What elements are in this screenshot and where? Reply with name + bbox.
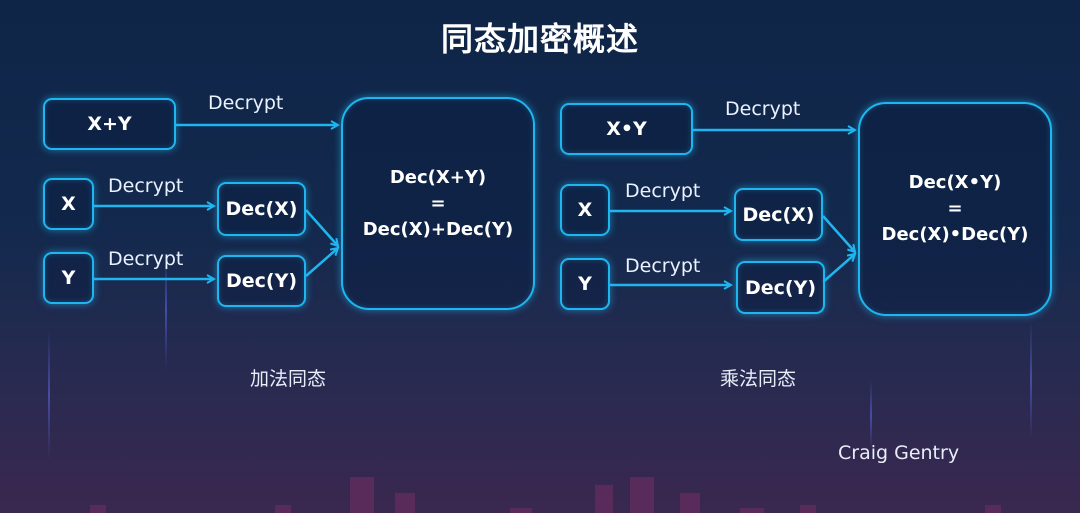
city-building — [740, 508, 764, 513]
result-lhs: Dec(X•Y) — [908, 172, 1002, 193]
dec-y-label: Dec(Y) — [744, 276, 817, 299]
city-building — [595, 485, 613, 513]
sum-ciphertext-box: X+Y — [43, 98, 176, 150]
arrow-decx-to-result-mult — [822, 215, 855, 252]
bg-light-streak — [870, 380, 872, 450]
dec-x-label: Dec(X) — [742, 203, 815, 226]
arrow-decx-to-result — [305, 209, 338, 246]
decrypt-label: Decrypt — [108, 175, 184, 197]
decrypt-label: Decrypt — [625, 255, 701, 277]
city-building — [630, 477, 654, 513]
additive-result-box: Dec(X+Y) = Dec(X)+Dec(Y) — [341, 97, 535, 310]
arrow-decy-to-result — [305, 248, 338, 277]
result-equals: = — [430, 192, 446, 214]
bg-light-streak — [48, 330, 50, 460]
result-rhs: Dec(X)+Dec(Y) — [362, 218, 514, 240]
city-building — [985, 505, 1001, 513]
x-ciphertext-box-mult: X — [560, 184, 610, 236]
decrypt-label: Decrypt — [108, 248, 184, 270]
author-name: Craig Gentry — [838, 442, 960, 464]
y-ciphertext-box-mult: Y — [560, 258, 610, 310]
result-equals: = — [947, 198, 963, 219]
x-ciphertext-box: X — [43, 178, 94, 230]
city-building — [90, 505, 106, 513]
dec-y-box: Dec(Y) — [217, 255, 306, 307]
city-building — [510, 508, 532, 513]
decrypt-label: Decrypt — [725, 98, 801, 120]
city-building — [350, 477, 374, 513]
city-building — [800, 505, 816, 513]
x-label: X — [61, 193, 76, 215]
multiplicative-result-box: Dec(X•Y) = Dec(X)•Dec(Y) — [858, 102, 1052, 316]
dec-y-box-mult: Dec(Y) — [736, 261, 825, 314]
arrow-decy-to-result-mult — [822, 254, 855, 283]
dec-x-box: Dec(X) — [217, 182, 306, 236]
x-label: X — [577, 199, 593, 221]
city-building — [395, 493, 415, 513]
city-building — [680, 493, 700, 513]
y-label: Y — [578, 273, 592, 295]
page-title: 同态加密概述 — [440, 20, 639, 58]
city-building — [275, 505, 291, 513]
decrypt-label: Decrypt — [208, 92, 284, 114]
y-ciphertext-box: Y — [43, 252, 94, 304]
y-label: Y — [61, 267, 76, 289]
bg-light-streak — [165, 250, 167, 370]
result-rhs: Dec(X)•Dec(Y) — [881, 224, 1029, 245]
dec-y-label: Dec(Y) — [225, 270, 298, 292]
dec-x-box-mult: Dec(X) — [734, 188, 823, 241]
bg-light-streak — [1030, 320, 1032, 440]
multiplicative-caption: 乘法同态 — [720, 368, 797, 390]
product-label: X•Y — [606, 118, 647, 140]
sum-label: X+Y — [87, 113, 132, 135]
result-lhs: Dec(X+Y) — [389, 166, 487, 188]
additive-caption: 加法同态 — [250, 368, 327, 390]
dec-x-label: Dec(X) — [225, 198, 298, 220]
decrypt-label: Decrypt — [625, 180, 701, 202]
product-ciphertext-box: X•Y — [560, 103, 693, 155]
